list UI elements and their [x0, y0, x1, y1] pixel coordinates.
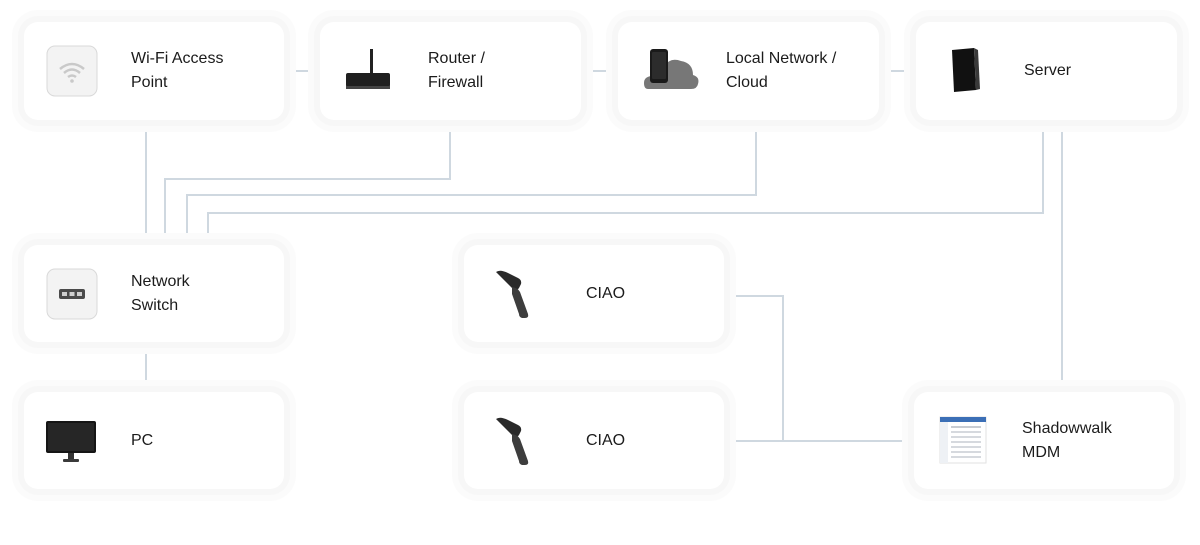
node-ciao-2: CIAO	[464, 392, 724, 489]
node-server: Server	[916, 22, 1177, 120]
node-label: CIAO	[586, 429, 625, 453]
label-line: Local Network /	[726, 50, 837, 67]
label-line: MDM	[1022, 443, 1061, 461]
node-network-switch: Network Switch	[24, 245, 284, 342]
label-line: CIAO	[586, 284, 626, 302]
mdm-dashboard-icon	[934, 413, 990, 469]
node-label: Shadowwalk MDM	[1022, 417, 1112, 465]
monitor-icon	[44, 413, 100, 469]
network-switch-icon	[44, 266, 100, 322]
link-ciao1-mdm	[724, 295, 784, 441]
node-ciao-1: CIAO	[464, 245, 724, 342]
node-label: Network Switch	[131, 270, 190, 318]
node-local-network-cloud: Local Network / Cloud	[618, 22, 879, 120]
server-icon	[936, 43, 992, 99]
label-line: Server	[1024, 62, 1072, 79]
label-line: Cloud	[726, 74, 768, 91]
phone-cloud-icon	[638, 43, 702, 99]
node-label: PC	[131, 429, 153, 453]
router-icon	[340, 43, 396, 99]
link-cloud-switch	[186, 120, 757, 245]
barcode-scanner-icon	[488, 266, 544, 322]
label-line: Point	[131, 74, 168, 91]
label-line: Network	[131, 272, 190, 290]
node-label: CIAO	[586, 282, 625, 306]
barcode-scanner-icon	[488, 413, 544, 469]
label-line: Firewall	[428, 74, 484, 91]
node-shadowwalk-mdm: Shadowwalk MDM	[914, 392, 1174, 489]
link-router-switch	[164, 120, 451, 245]
wifi-access-point-icon	[44, 43, 100, 99]
node-router-firewall: Router / Firewall	[320, 22, 581, 120]
node-pc: PC	[24, 392, 284, 489]
node-wifi-access-point: Wi-Fi Access Point	[24, 22, 284, 120]
node-label: Wi-Fi Access Point	[131, 47, 223, 95]
node-label: Local Network / Cloud	[726, 47, 836, 95]
label-line: PC	[131, 431, 154, 449]
link-server-switch	[207, 120, 1044, 245]
label-line: Switch	[131, 296, 179, 314]
label-line: Wi-Fi Access	[131, 50, 224, 67]
label-line: Shadowwalk	[1022, 419, 1112, 437]
label-line: CIAO	[586, 431, 626, 449]
label-line: Router /	[428, 50, 485, 67]
node-label: Server	[1024, 59, 1071, 83]
node-label: Router / Firewall	[428, 47, 485, 95]
